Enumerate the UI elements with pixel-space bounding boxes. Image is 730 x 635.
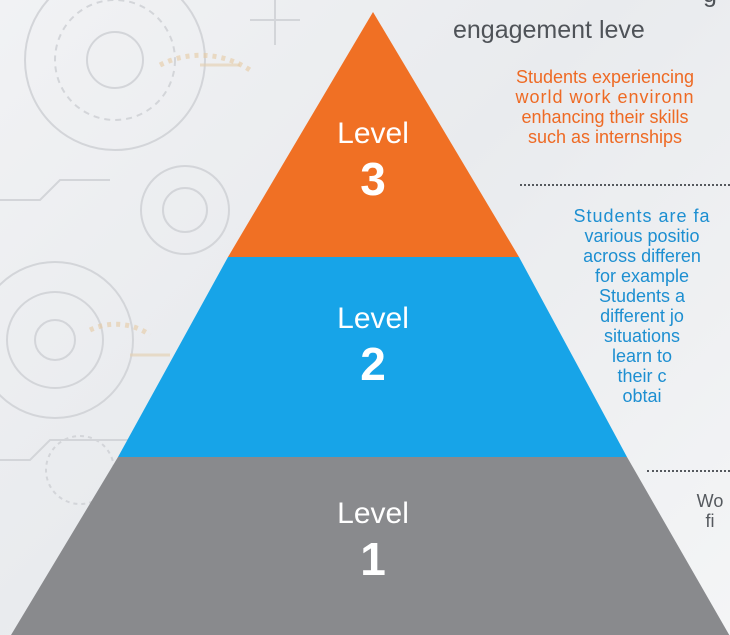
description-line: such as internships	[527, 127, 683, 147]
level-2-divider	[647, 470, 730, 472]
description-line: their c	[617, 366, 667, 386]
description-line: Students experiencing	[515, 67, 695, 87]
gear-icon	[0, 261, 134, 419]
level-word: Level	[337, 302, 409, 335]
description-line: obtai	[622, 386, 662, 406]
description-line: fi	[705, 511, 715, 531]
pyramid-level-1-segment	[11, 457, 730, 635]
description-line: for example	[594, 266, 690, 286]
level-word: Level	[337, 117, 409, 150]
description-line: various positio	[584, 226, 700, 246]
gear-icon	[24, 0, 206, 151]
description-line: world work environn	[515, 87, 695, 107]
description-line: Students a	[598, 286, 686, 306]
level-3-divider	[520, 184, 730, 186]
level-word: Level	[337, 497, 409, 530]
level-2-label: Level 2	[303, 302, 443, 392]
description-line: enhancing their skills	[521, 107, 689, 127]
level-number: 2	[360, 338, 386, 390]
level-2-description: Students are fa various positio across d…	[532, 206, 730, 406]
description-line: Wo	[696, 491, 724, 511]
level-3-description: Students experiencing world work environ…	[455, 67, 730, 147]
level-number: 3	[360, 153, 386, 205]
level-number: 1	[360, 533, 386, 585]
level-1-description: Wo fi	[660, 491, 730, 531]
pyramid-level-3-segment	[228, 12, 519, 257]
heading-line-1: g	[703, 0, 717, 8]
pyramid-level-2-segment	[118, 257, 627, 457]
level-1-label: Level 1	[303, 497, 443, 587]
description-line: across differen	[583, 246, 701, 266]
description-line: learn to	[611, 346, 673, 366]
heading-line-2: engagement leve	[453, 16, 645, 44]
description-line: Students are fa	[573, 206, 711, 226]
description-line: different jo	[600, 306, 684, 326]
level-3-label: Level 3	[303, 117, 443, 207]
gear-icon	[140, 165, 230, 255]
description-line: situations	[603, 326, 681, 346]
